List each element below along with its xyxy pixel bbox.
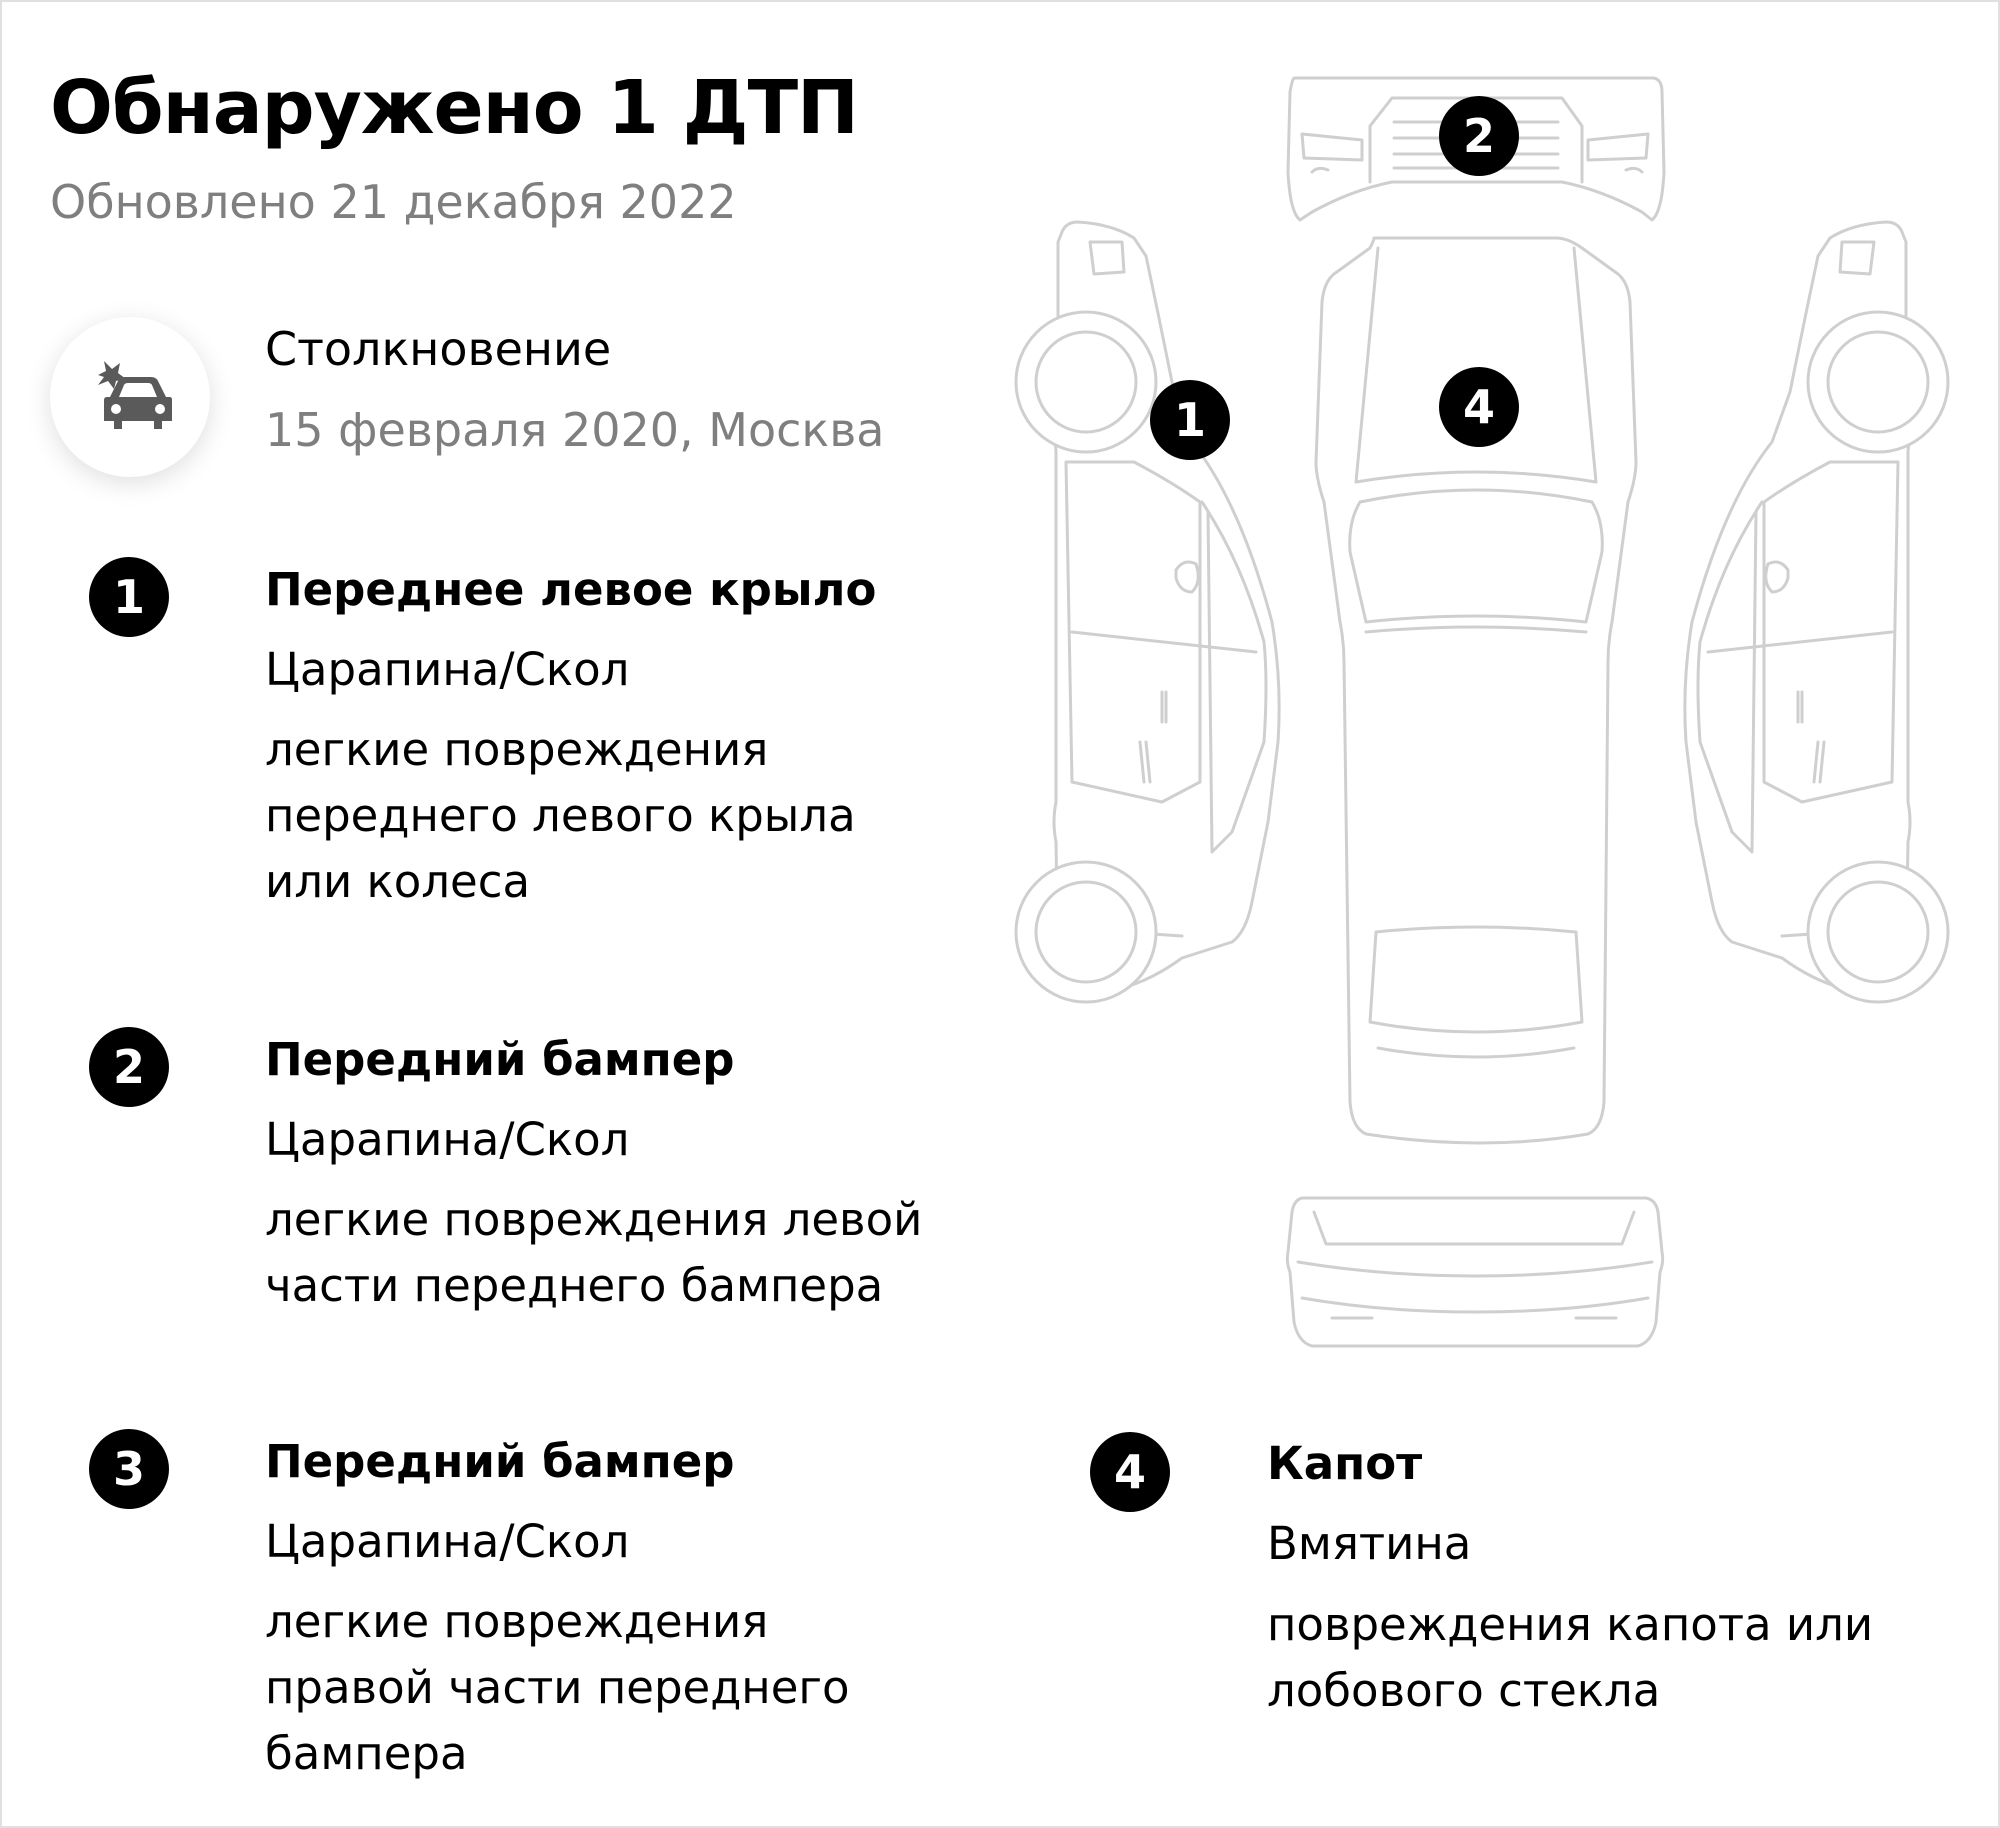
diagram-marker-1[interactable]: 1 (1150, 380, 1230, 460)
damage-kind: Царапина/Скол (265, 1113, 630, 1166)
damage-number-badge: 4 (1090, 1432, 1170, 1512)
car-damage-diagram: 1 2 4 (1002, 62, 1962, 1362)
car-top-view (1314, 236, 1638, 1145)
damage-number-badge: 2 (89, 1027, 169, 1107)
damage-part: Передний бампер (265, 1033, 735, 1086)
incident-icon-container (50, 317, 210, 477)
damage-part: Передний бампер (265, 1435, 735, 1488)
damage-part: Капот (1267, 1437, 1423, 1490)
damage-description: легкие повреждения правой части переднег… (265, 1595, 850, 1780)
diagram-marker-2[interactable]: 2 (1439, 96, 1519, 176)
damage-kind: Царапина/Скол (265, 1515, 630, 1568)
damage-description: повреждения капота или лобового стекла (1267, 1598, 1874, 1717)
incident-type: Столкновение (265, 322, 612, 376)
damage-description: легкие повреждения левой части переднего… (265, 1193, 923, 1312)
car-rear-view (1285, 1196, 1665, 1348)
car-crash-icon (98, 361, 172, 429)
updated-date: Обновлено 21 декабря 2022 (50, 175, 737, 229)
damage-number-badge: 1 (89, 557, 169, 637)
damage-kind: Царапина/Скол (265, 643, 630, 696)
car-left-side-view (1014, 220, 1281, 1004)
damage-number-badge: 3 (89, 1429, 169, 1509)
car-outline-illustration (1014, 76, 1950, 1348)
damage-kind: Вмятина (1267, 1517, 1472, 1570)
diagram-marker-4[interactable]: 4 (1439, 367, 1519, 447)
damage-part: Переднее левое крыло (265, 563, 877, 616)
car-right-side-view (1683, 220, 1950, 1004)
incident-date-place: 15 февраля 2020, Москва (265, 403, 885, 457)
damage-description: легкие повреждения переднего левого крыл… (265, 723, 856, 908)
page-title: Обнаружено 1 ДТП (50, 65, 859, 151)
